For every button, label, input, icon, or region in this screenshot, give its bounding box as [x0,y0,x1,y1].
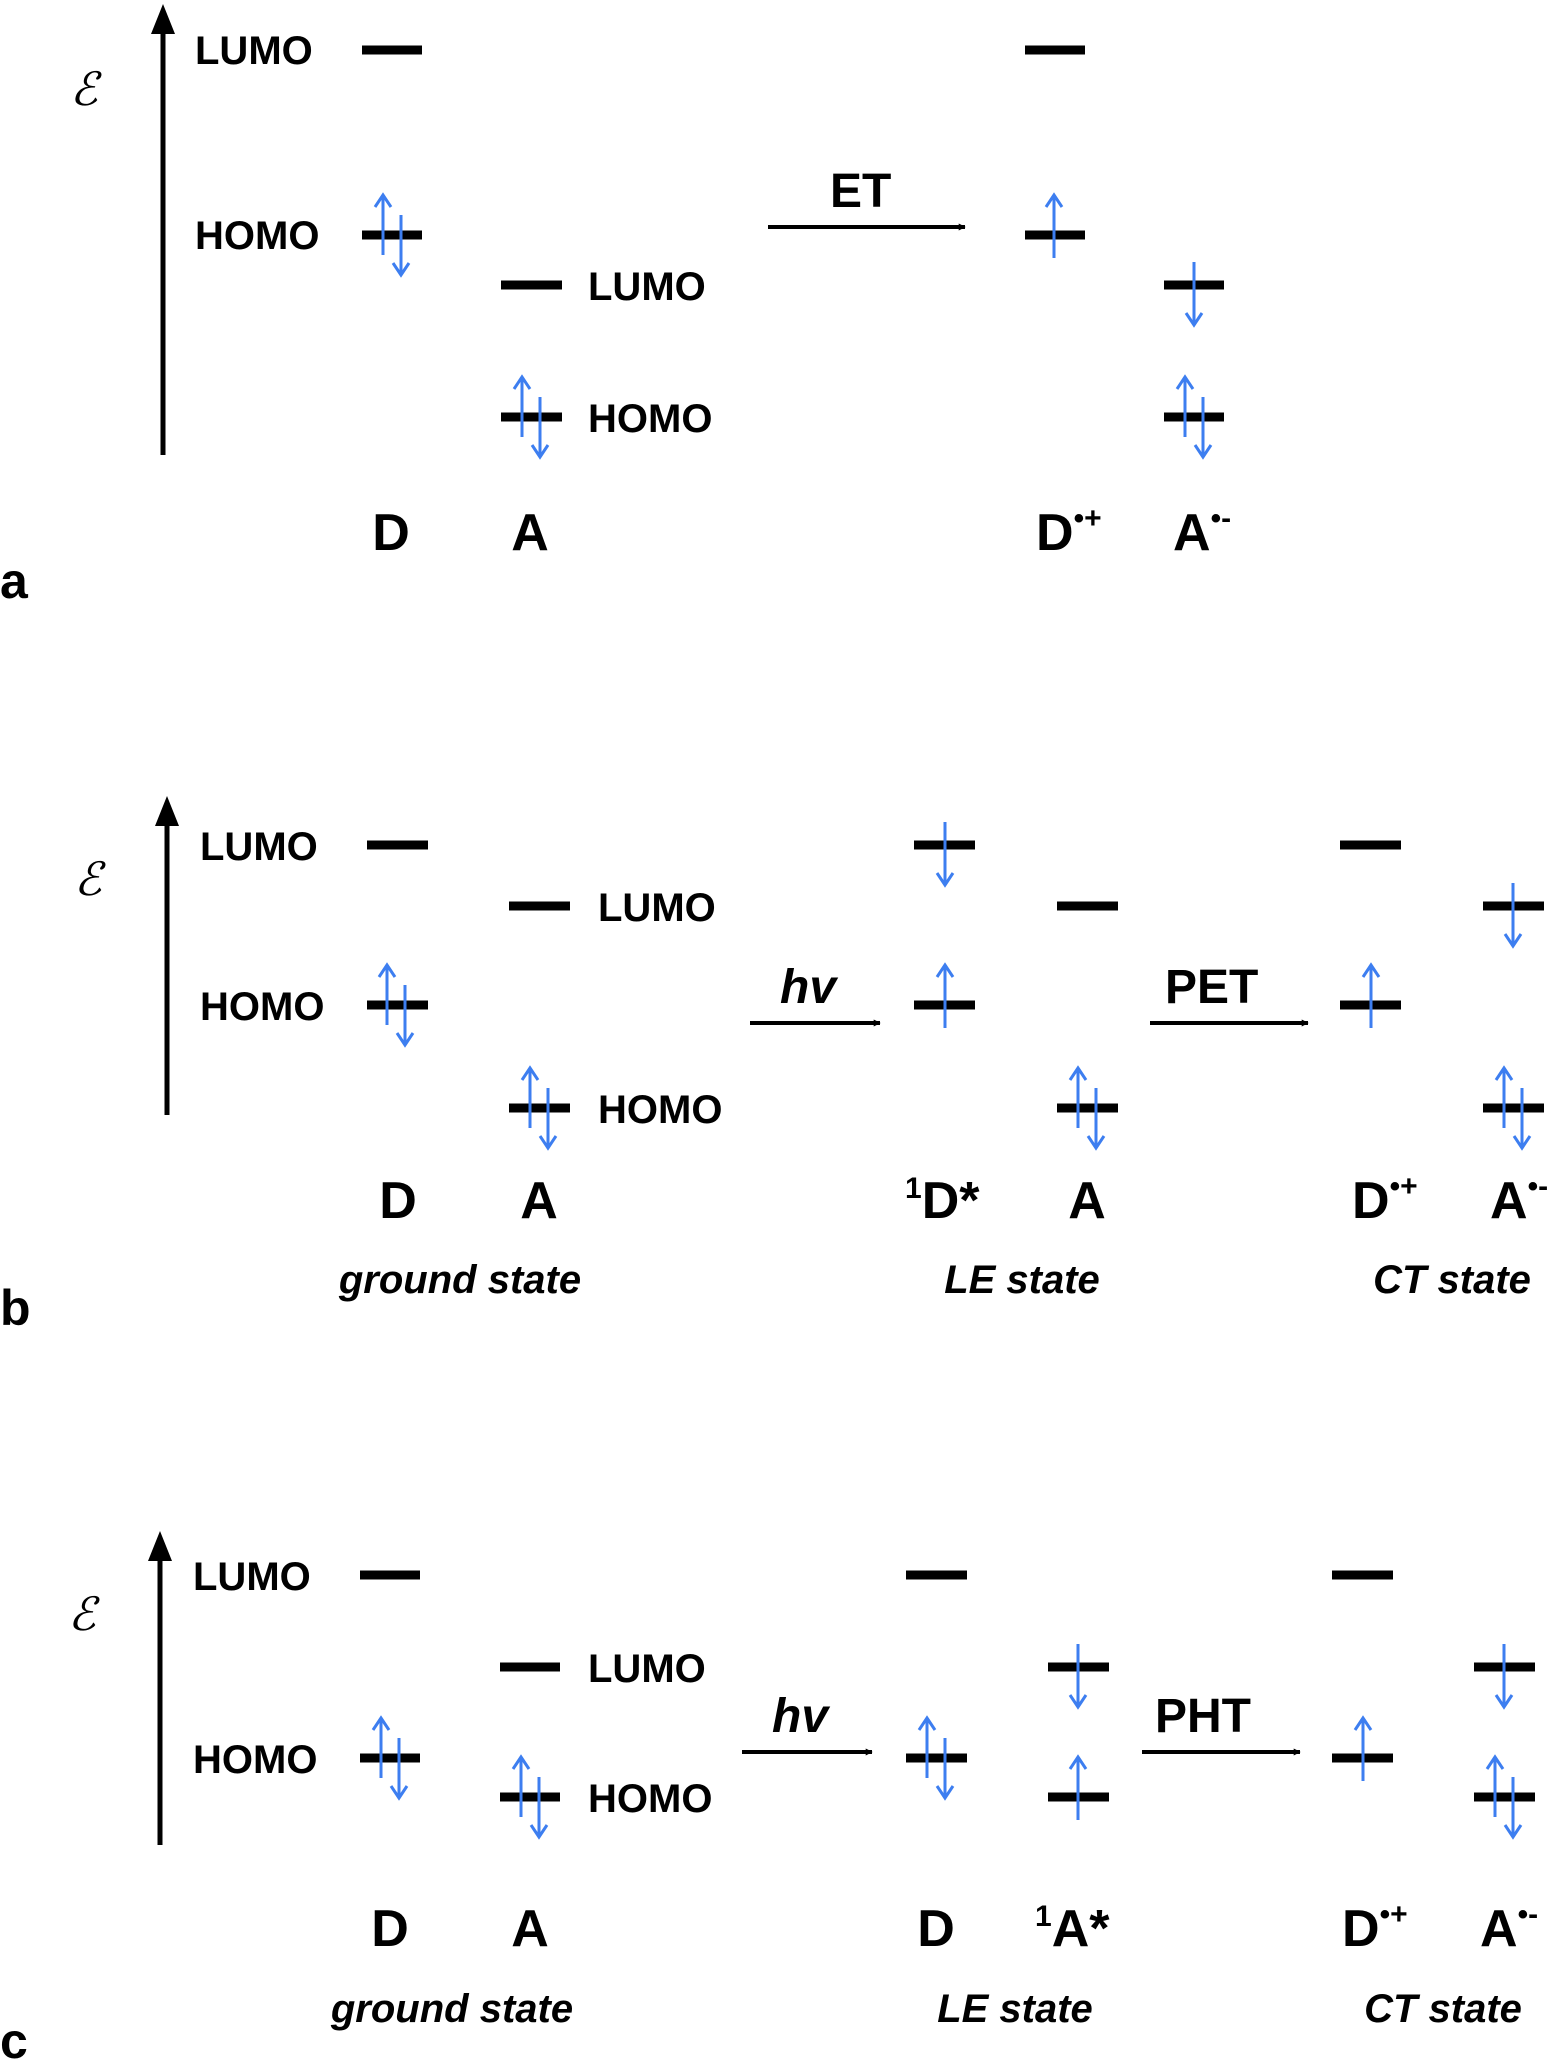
a-homo-spin-up-arrow [512,374,532,437]
d-homo-label: HOMO [193,1738,317,1782]
aanion-homo-spin-down-arrow [1503,1777,1523,1840]
a-homo-label: HOMO [588,397,712,441]
species-a-anion: A•- [1173,502,1231,562]
dcation-homo-spin-up-arrow [1361,962,1381,1028]
a-lumo-label: LUMO [598,886,716,930]
hv-label: hv [772,1690,830,1743]
energy-symbol: ℰ [74,852,106,906]
energy-axis-arrowhead [151,4,175,34]
d2-homo-spin-down-arrow [935,1738,955,1801]
species-d-le: D [917,1900,955,1958]
species-a-anion: A•- [1480,1898,1538,1958]
aanion-lumo-spin-down-arrow [1184,262,1204,328]
a-homo-spin-down-arrow [538,1088,558,1151]
dcation-homo-spin-up-arrow [1353,1715,1373,1781]
panel-label-a: a [0,553,29,609]
dcation-homo-spin-up-arrow [1044,192,1064,258]
a-homo-spin-down-arrow [530,397,550,460]
d-lumo-label: LUMO [195,29,313,73]
d-lumo-label: LUMO [193,1555,311,1599]
d-homo-spin-up-arrow [377,962,397,1025]
species-d-excited: 1D* [905,1172,980,1230]
species-d: D [372,504,410,562]
d-homo-spin-up-arrow [373,192,393,255]
species-a-anion: A•- [1490,1170,1548,1230]
a-homo-spin-up-arrow [520,1065,540,1128]
hv-label: hv [780,961,838,1014]
species-a: A [511,1900,549,1958]
species-d-cation: D•+ [1342,1898,1408,1958]
d-homo-spin-up-arrow [371,1715,391,1778]
species-a-le: A [1068,1172,1106,1230]
a-homo-spin-up-arrow [511,1754,531,1817]
a-homo-spin-down-arrow [529,1777,549,1840]
a2-homo-spin-up-arrow [1068,1065,1088,1128]
panel-c: ℰ LUMO HOMO LUMO HOMO hv PHT [0,1531,1538,2069]
dexcited-lumo-spin-down-arrow [935,822,955,888]
a2-homo-spin-down-arrow [1086,1088,1106,1151]
aanion-homo-spin-down-arrow [1512,1088,1532,1151]
et-label: ET [830,165,891,218]
energy-symbol: ℰ [68,1587,100,1641]
panel-a: ℰ LUMO HOMO LUMO HOMO ET D A D•+ A•- a [0,4,1231,609]
species-a: A [520,1172,558,1230]
a-lumo-label: LUMO [588,1647,706,1691]
a-lumo-label: LUMO [588,265,706,309]
aexcited-homo-spin-up-arrow [1068,1754,1088,1820]
species-a: A [511,504,549,562]
panel-b: ℰ LUMO HOMO LUMO HOMO hv PET [0,796,1548,1336]
ground-state-caption: ground state [330,1987,573,2031]
dexcited-homo-spin-up-arrow [935,962,955,1028]
aanion-homo-spin-up-arrow [1175,374,1195,437]
aanion-lumo-spin-down-arrow [1503,883,1523,949]
d-homo-label: HOMO [200,985,324,1029]
species-d: D [371,1900,409,1958]
aanion-homo-spin-up-arrow [1485,1754,1505,1817]
d-homo-spin-down-arrow [391,215,411,278]
a-homo-label: HOMO [598,1088,722,1132]
ground-state-caption: ground state [338,1258,581,1302]
ct-state-caption: CT state [1373,1258,1531,1302]
aanion-homo-spin-up-arrow [1494,1065,1514,1128]
panel-label-b: b [0,1280,31,1336]
a-homo-label: HOMO [588,1777,712,1821]
species-d: D [379,1172,417,1230]
le-state-caption: LE state [944,1258,1100,1302]
species-a-excited: 1A* [1035,1900,1110,1958]
d-homo-label: HOMO [195,214,319,258]
energy-axis-arrowhead [155,796,179,826]
d-homo-spin-down-arrow [389,1738,409,1801]
energy-axis-arrowhead [148,1531,172,1561]
panel-label-c: c [0,2013,28,2069]
aexcited-lumo-spin-down-arrow [1068,1644,1088,1710]
pht-label: PHT [1155,1690,1251,1743]
le-state-caption: LE state [937,1987,1093,2031]
pet-label: PET [1165,961,1258,1014]
d-homo-spin-down-arrow [395,985,415,1048]
species-d-cation: D•+ [1352,1170,1418,1230]
energy-symbol: ℰ [70,62,102,116]
aanion-homo-spin-down-arrow [1193,397,1213,460]
ct-state-caption: CT state [1364,1987,1522,2031]
species-d-cation: D•+ [1036,502,1102,562]
d2-homo-spin-up-arrow [917,1715,937,1778]
aanion-lumo-spin-down-arrow [1494,1644,1514,1710]
d-lumo-label: LUMO [200,825,318,869]
